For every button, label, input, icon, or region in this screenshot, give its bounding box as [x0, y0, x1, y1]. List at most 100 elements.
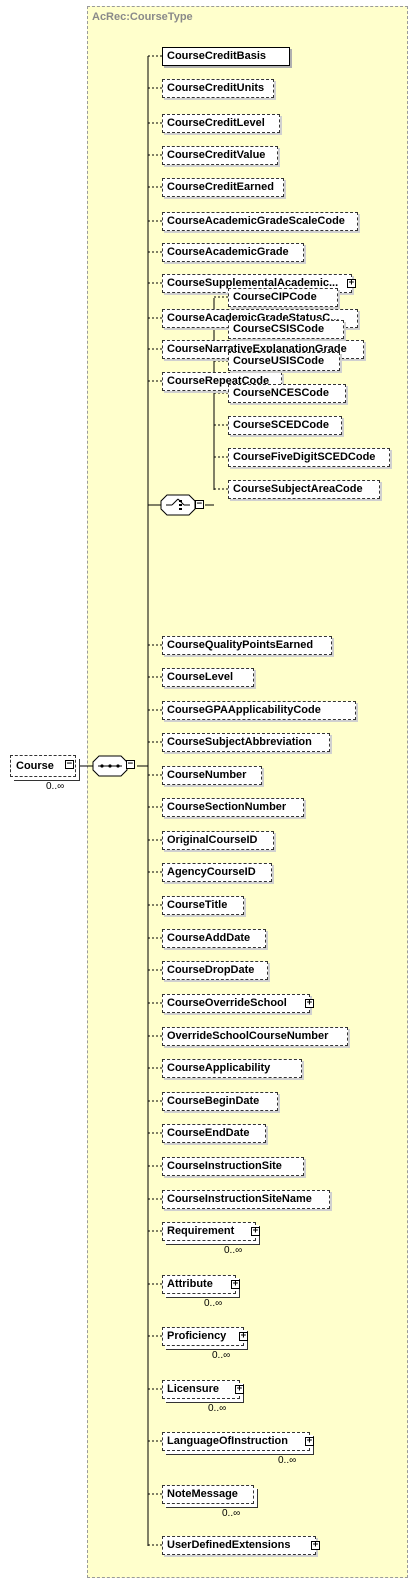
element-label: CourseApplicability	[167, 1062, 271, 1074]
element-coursegpaapplicabilitycode[interactable]: CourseGPAApplicabilityCode	[162, 701, 356, 720]
element-cardinality: 0..∞	[208, 1403, 227, 1414]
element-label: AgencyCourseID	[167, 866, 256, 878]
sequence-dot	[116, 764, 120, 768]
element-coursecreditlevel[interactable]: CourseCreditLevel	[162, 114, 280, 133]
element-agencycourseid[interactable]: AgencyCourseID	[162, 863, 272, 882]
expand-toggle[interactable]: +	[231, 1279, 240, 1289]
element-label: CourseSCEDCode	[233, 419, 329, 431]
choice-element-coursescedcode[interactable]: CourseSCEDCode	[228, 416, 342, 435]
element-originalcourseid[interactable]: OriginalCourseID	[162, 831, 274, 850]
choice-collapse-toggle[interactable]: −	[195, 499, 204, 509]
element-overrideschoolcoursenumber[interactable]: OverrideSchoolCourseNumber	[162, 1027, 348, 1046]
element-languageofinstruction[interactable]: LanguageOfInstruction	[162, 1432, 310, 1451]
type-title: AcRec:CourseType	[92, 11, 193, 23]
element-requirement[interactable]: Requirement	[162, 1222, 256, 1241]
element-userdefinedextensions[interactable]: UserDefinedExtensions	[162, 1536, 316, 1555]
element-courselevel[interactable]: CourseLevel	[162, 668, 254, 687]
element-coursecreditearned[interactable]: CourseCreditEarned	[162, 178, 284, 197]
element-label: CourseAcademicGradeScaleCode	[167, 215, 345, 227]
choice-element-coursesubjectareacode[interactable]: CourseSubjectAreaCode	[228, 480, 380, 499]
element-label: CourseEndDate	[167, 1127, 250, 1139]
element-courseenddate[interactable]: CourseEndDate	[162, 1124, 266, 1143]
sequence-dot	[108, 764, 112, 768]
element-courseinstructionsitename[interactable]: CourseInstructionSiteName	[162, 1190, 330, 1209]
element-label: CourseSupplementalAcademic...	[167, 277, 339, 289]
element-label: CourseLevel	[167, 671, 234, 683]
expand-toggle[interactable]: +	[235, 1384, 244, 1394]
element-label: Attribute	[167, 1278, 213, 1290]
element-label: CourseNumber	[167, 769, 247, 781]
element-label: CourseOverrideSchool	[167, 997, 287, 1009]
element-coursetitle[interactable]: CourseTitle	[162, 896, 244, 915]
element-label: CourseInstructionSiteName	[167, 1193, 312, 1205]
choice-dot	[179, 508, 182, 510]
element-label: CourseSubjectAreaCode	[233, 483, 363, 495]
element-coursesectionnumber[interactable]: CourseSectionNumber	[162, 798, 304, 817]
element-label: NoteMessage	[167, 1488, 238, 1500]
element-coursecreditbasis[interactable]: CourseCreditBasis	[162, 47, 290, 66]
connector-line	[171, 498, 179, 506]
element-label: CourseSectionNumber	[167, 801, 287, 813]
choice-element-coursecipcode[interactable]: CourseCIPCode	[228, 288, 338, 307]
expand-toggle[interactable]: +	[305, 998, 314, 1008]
element-label: CourseQualityPointsEarned	[167, 639, 314, 651]
element-label: CourseTitle	[167, 899, 228, 911]
root-cardinality: 0..∞	[46, 781, 65, 792]
choice-shape	[160, 494, 196, 516]
root-element-course[interactable]: Course	[10, 755, 76, 777]
element-label: CourseCSISCode	[233, 323, 325, 335]
element-label: CourseCreditEarned	[167, 181, 274, 193]
choice-dot	[179, 500, 182, 502]
choice-dot	[179, 504, 182, 506]
element-cardinality: 0..∞	[222, 1508, 241, 1519]
root-collapse-toggle[interactable]: −	[65, 759, 74, 769]
element-coursesubjectabbreviation[interactable]: CourseSubjectAbbreviation	[162, 733, 330, 752]
expand-toggle[interactable]: +	[239, 1331, 248, 1341]
element-courseoverrideschool[interactable]: CourseOverrideSchool	[162, 994, 310, 1013]
element-courseadddate[interactable]: CourseAddDate	[162, 929, 266, 948]
choice-element-coursecsiscode[interactable]: CourseCSISCode	[228, 320, 344, 339]
element-label: CourseFiveDigitSCEDCode	[233, 451, 376, 463]
element-cardinality: 0..∞	[278, 1455, 297, 1466]
element-coursedropdate[interactable]: CourseDropDate	[162, 961, 268, 980]
expand-toggle[interactable]: +	[251, 1226, 260, 1236]
element-courseapplicability[interactable]: CourseApplicability	[162, 1059, 302, 1078]
expand-toggle[interactable]: +	[311, 1540, 320, 1550]
element-label: UserDefinedExtensions	[167, 1539, 291, 1551]
element-licensure[interactable]: Licensure	[162, 1380, 240, 1399]
element-notemessage[interactable]: NoteMessage	[162, 1485, 254, 1504]
element-courseinstructionsite[interactable]: CourseInstructionSite	[162, 1157, 304, 1176]
expand-toggle[interactable]: +	[347, 278, 356, 288]
element-label: CourseCreditValue	[167, 149, 266, 161]
element-label: Requirement	[167, 1225, 235, 1237]
expand-toggle[interactable]: +	[305, 1436, 314, 1446]
element-label: CourseDropDate	[167, 964, 255, 976]
element-coursecreditunits[interactable]: CourseCreditUnits	[162, 79, 274, 98]
element-attribute[interactable]: Attribute	[162, 1275, 236, 1294]
element-label: CourseInstructionSite	[167, 1160, 282, 1172]
element-coursequalitypointsearned[interactable]: CourseQualityPointsEarned	[162, 636, 332, 655]
element-label: CourseCIPCode	[233, 291, 317, 303]
element-label: LanguageOfInstruction	[167, 1435, 288, 1447]
element-label: CourseUSISCode	[233, 355, 325, 367]
sequence-collapse-toggle[interactable]: −	[126, 759, 135, 769]
element-courseacademicgradescalecode[interactable]: CourseAcademicGradeScaleCode	[162, 212, 358, 231]
choice-element-courseusiscode[interactable]: CourseUSISCode	[228, 352, 340, 371]
element-coursebegindate[interactable]: CourseBeginDate	[162, 1092, 278, 1111]
element-label: CourseSubjectAbbreviation	[167, 736, 312, 748]
root-element-label: Course	[16, 760, 54, 772]
sequence-dot	[100, 764, 104, 768]
element-coursecreditvalue[interactable]: CourseCreditValue	[162, 146, 278, 165]
element-label: CourseNCESCode	[233, 387, 329, 399]
choice-element-coursencescode[interactable]: CourseNCESCode	[228, 384, 346, 403]
element-label: CourseCreditLevel	[167, 117, 265, 129]
element-label: CourseAcademicGrade	[167, 246, 289, 258]
element-cardinality: 0..∞	[212, 1350, 231, 1361]
element-proficiency[interactable]: Proficiency	[162, 1327, 244, 1346]
element-coursenumber[interactable]: CourseNumber	[162, 766, 262, 785]
choice-element-coursefivedigitscedcode[interactable]: CourseFiveDigitSCEDCode	[228, 448, 390, 467]
element-label: CourseGPAApplicabilityCode	[167, 704, 321, 716]
element-courseacademicgrade[interactable]: CourseAcademicGrade	[162, 243, 304, 262]
